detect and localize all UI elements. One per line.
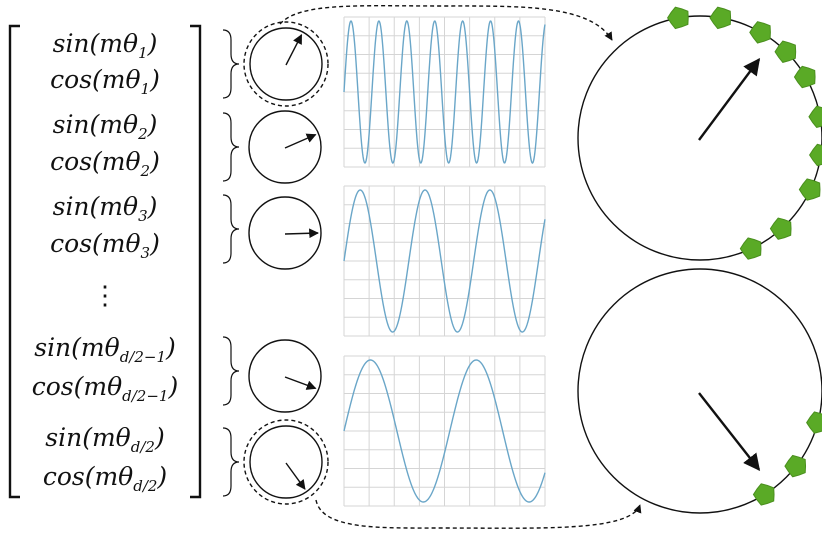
formula-row: sin(mθ3) bbox=[53, 192, 158, 225]
dial-circle bbox=[248, 196, 322, 270]
dial-circle bbox=[248, 110, 322, 184]
dial-pointer bbox=[285, 462, 306, 490]
sine-wave bbox=[343, 189, 546, 333]
highlight-ring bbox=[243, 21, 329, 107]
connector-bottom bbox=[315, 499, 642, 529]
formula-column: sin(mθ1) cos(mθ1) sin(mθ2) cos(mθ2) sin(… bbox=[32, 29, 178, 495]
green-dot bbox=[739, 237, 762, 260]
green-dot bbox=[709, 6, 732, 30]
big-circles bbox=[577, 6, 822, 514]
wave-grid bbox=[343, 355, 546, 507]
big-pointer bbox=[698, 392, 761, 471]
formula-row: cos(mθ2) bbox=[50, 147, 160, 180]
formula-row: sin(mθd/2−1) bbox=[34, 333, 176, 366]
vertical-ellipsis: ⋮ bbox=[92, 281, 118, 311]
big-pointer bbox=[698, 58, 761, 141]
formula-row: cos(mθd/2) bbox=[43, 462, 167, 495]
formula-row: cos(mθ1) bbox=[50, 65, 160, 98]
formula-row: sin(mθ2) bbox=[53, 110, 158, 143]
formula-row: sin(mθd/2) bbox=[45, 423, 164, 456]
green-dot bbox=[793, 65, 816, 89]
green-dot bbox=[806, 411, 822, 434]
dial-pointer bbox=[284, 376, 317, 390]
sine-wave bbox=[343, 20, 546, 164]
wave-panels bbox=[343, 16, 546, 507]
formula-row: cos(mθ3) bbox=[50, 229, 160, 262]
formula-row: sin(mθ1) bbox=[53, 29, 158, 62]
dial-pointer bbox=[285, 33, 303, 66]
highlight-ring bbox=[243, 419, 329, 505]
dial-pointer bbox=[284, 133, 317, 149]
green-dot bbox=[784, 454, 807, 478]
right-bracket bbox=[190, 24, 202, 499]
green-dot bbox=[752, 483, 775, 506]
green-dot bbox=[749, 21, 771, 44]
green-dot bbox=[808, 105, 822, 129]
pair-brace bbox=[222, 29, 240, 99]
green-dot bbox=[774, 40, 797, 63]
connector-top bbox=[279, 5, 613, 41]
pair-brace bbox=[222, 336, 240, 406]
sine-wave bbox=[343, 359, 546, 503]
green-dot bbox=[667, 6, 689, 30]
dial-circle bbox=[249, 425, 323, 499]
dial-circle bbox=[248, 339, 322, 413]
green-dot bbox=[798, 178, 821, 201]
green-dot bbox=[809, 143, 822, 167]
pair-brace bbox=[222, 112, 240, 182]
big-circle bbox=[577, 15, 822, 261]
green-dot bbox=[769, 217, 792, 240]
big-circle bbox=[577, 268, 822, 514]
pair-brace bbox=[222, 194, 240, 264]
pair-brace bbox=[222, 427, 240, 497]
small-dials bbox=[248, 27, 323, 499]
dial-pointer bbox=[284, 228, 319, 239]
formula-row: cos(mθd/2−1) bbox=[32, 372, 178, 405]
left-bracket bbox=[8, 24, 20, 499]
wave-grid bbox=[343, 185, 546, 337]
dial-circle bbox=[249, 27, 323, 101]
